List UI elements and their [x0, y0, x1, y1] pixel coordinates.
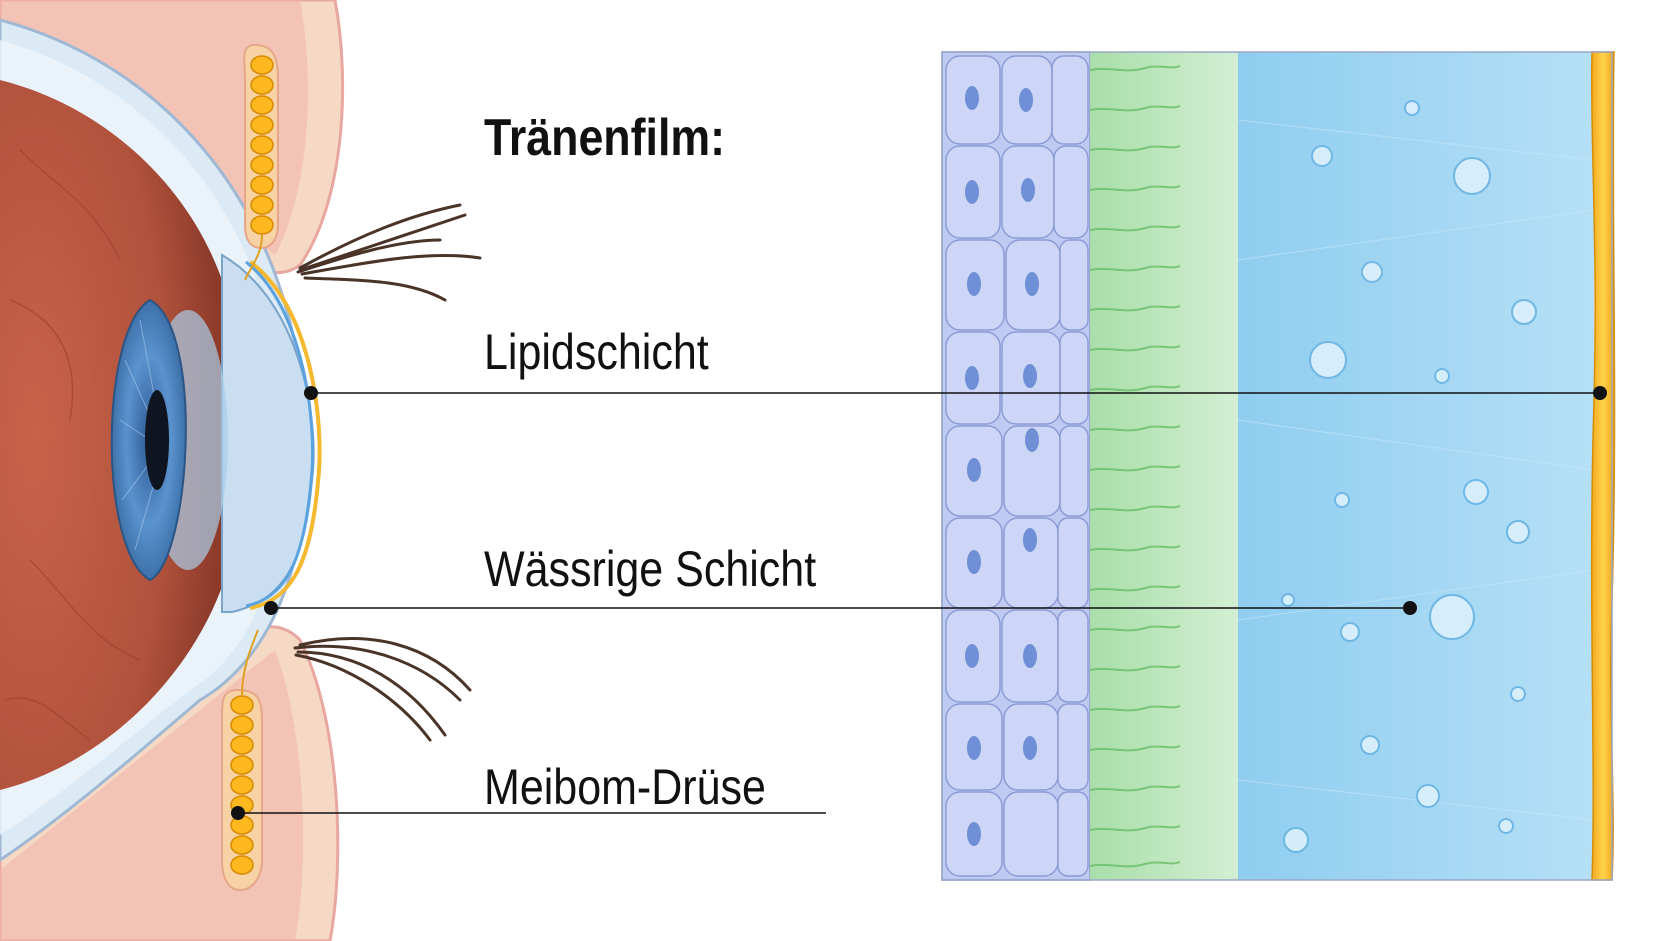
lipid-eye-marker [304, 386, 318, 400]
epithelial-cells [945, 55, 1089, 877]
pupil [145, 390, 169, 490]
gland-leader-line [231, 806, 826, 820]
lower-meibomian-gland [221, 688, 263, 892]
water-bubbles [1281, 100, 1537, 853]
upper-eyelashes [296, 203, 482, 302]
aqueous-layer [1238, 52, 1594, 880]
leader-lines [231, 386, 1607, 820]
aqueous-panel-marker [1403, 601, 1417, 615]
label-meibomian-gland: Meibom-Drüse [484, 759, 766, 815]
aqueous-eye-marker [264, 601, 278, 615]
cornea-tear-film [248, 260, 322, 610]
diagram-title: Tränenfilm: [484, 109, 726, 167]
mucin-fibers [1089, 65, 1181, 868]
aqueous-leader-line [264, 601, 1417, 615]
lower-eyelashes [293, 637, 472, 742]
eye-cross-section [0, 0, 482, 941]
lipid-layer [1590, 51, 1616, 881]
label-lipid-layer: Lipidschicht [484, 324, 709, 380]
upper-meibomian-gland [243, 43, 279, 250]
gland-marker [231, 806, 245, 820]
lipid-panel-marker [1593, 386, 1607, 400]
cornea [221, 253, 315, 613]
lipid-leader-line [304, 386, 1607, 400]
tear-film-layers-panel [941, 51, 1616, 881]
cell-nuclei [965, 86, 1039, 846]
label-aqueous-layer: Wässrige Schicht [484, 541, 817, 597]
